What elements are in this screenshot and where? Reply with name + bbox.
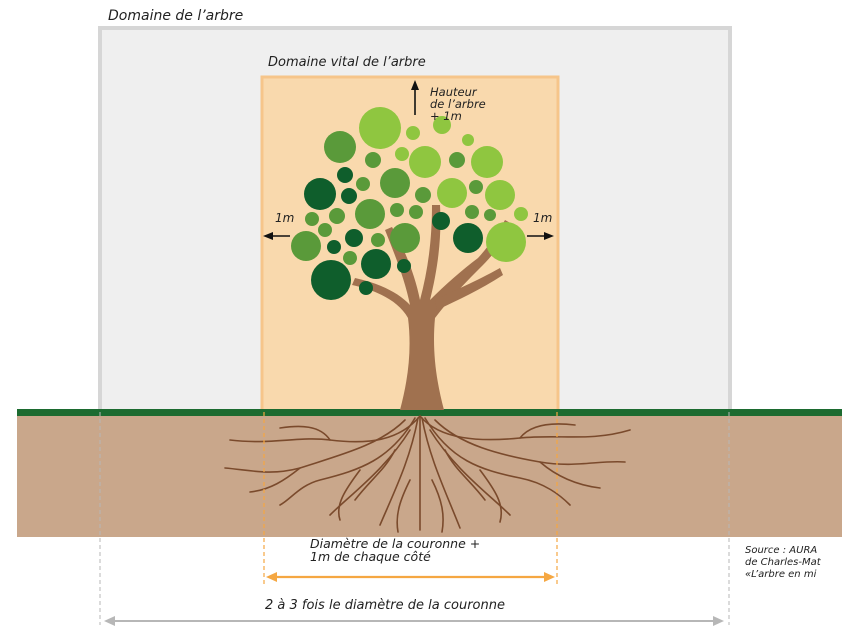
source-line-3: «L’arbre en mi — [745, 569, 817, 580]
crown-diameter-line-2: 1m de chaque côté — [310, 549, 431, 564]
source-line-1: Source : AURA — [745, 545, 818, 556]
tree-height-line-1: Hauteur — [430, 85, 477, 99]
domain-width-arrow — [104, 616, 724, 626]
right-margin-label: 1m — [533, 211, 553, 225]
left-margin-label: 1m — [275, 211, 295, 225]
left-margin-arrow — [263, 232, 290, 240]
source-credit: Source : AURA de Charles-Mat «L’arbre en… — [745, 545, 821, 581]
tree-height-label: Hauteur de l’arbre + 1m — [430, 86, 486, 122]
crown-diameter-line-1: Diamètre de la couronne + — [310, 536, 481, 551]
source-line-2: de Charles-Mat — [745, 557, 821, 568]
crown-diameter-arrow — [266, 572, 555, 582]
roots — [224, 415, 631, 533]
right-margin-arrow — [527, 232, 554, 240]
tree-height-line-2: de l’arbre — [430, 97, 486, 111]
foliage — [291, 107, 528, 300]
height-arrow — [411, 80, 419, 115]
ground — [17, 412, 842, 537]
tree-domain-guides — [99, 412, 730, 625]
vital-domain-guides — [263, 412, 558, 585]
tree-height-line-3: + 1m — [430, 109, 462, 123]
tree-domain-label: Domaine de l’arbre — [108, 8, 244, 24]
grass-line — [17, 409, 842, 416]
vital-domain-label: Domaine vital de l’arbre — [268, 55, 426, 70]
crown-diameter-label: Diamètre de la couronne + 1m de chaque c… — [310, 537, 480, 563]
domain-width-label: 2 à 3 fois le diamètre de la couronne — [265, 598, 505, 613]
tree-trunk — [352, 205, 512, 410]
